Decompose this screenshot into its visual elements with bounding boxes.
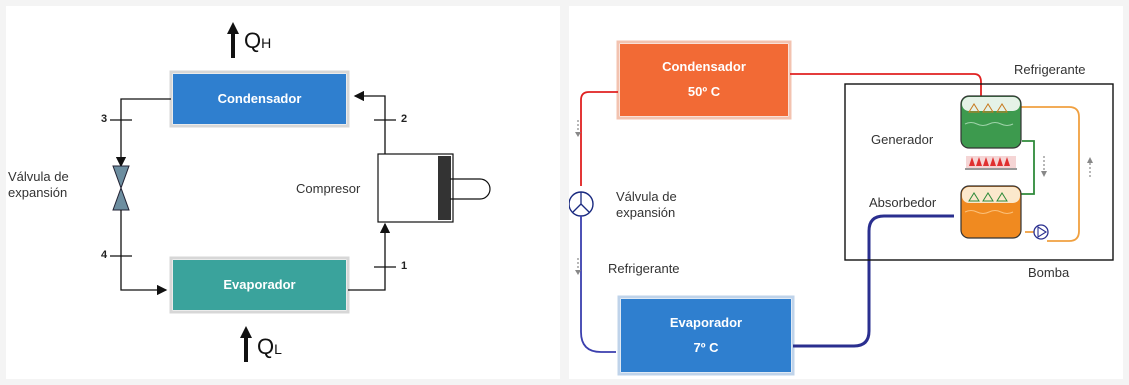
compressor-label: Compresor <box>296 181 361 196</box>
point-4-label: 4 <box>101 249 108 261</box>
compressor-piston <box>438 156 451 220</box>
valve-top-icon <box>112 165 130 190</box>
evaporator-blue-box: Evaporador 7º C <box>621 299 791 372</box>
evaporator-temp: 7º C <box>693 339 719 355</box>
generator-feed-line <box>790 73 982 96</box>
generator-label: Generador <box>871 132 934 147</box>
evaporator-label: Evaporador <box>223 276 296 292</box>
valve-bottom-icon <box>112 186 130 211</box>
line-3 <box>115 98 171 168</box>
line-4 <box>120 210 168 296</box>
refrigerant-left-label: Refrigerante <box>608 261 680 276</box>
refrigerant-top-label: Refrigerante <box>1014 62 1086 77</box>
solution-loop-line <box>1021 106 1080 242</box>
absorber-feed-line <box>793 214 954 348</box>
absorption-enclosure <box>844 83 1114 261</box>
evaporator-box: Evaporador <box>173 260 346 310</box>
qh-label: QH <box>244 28 272 53</box>
condenser-name: Condensador <box>662 59 746 75</box>
evaporator-blue-frame <box>617 295 795 376</box>
point-1-label: 1 <box>401 260 408 272</box>
absorption-diagram: Condensador 50º C Evaporador 7º C Válvul… <box>569 6 1123 379</box>
condenser-temp: 50º C <box>687 84 721 99</box>
absorption-lines <box>569 40 1114 376</box>
cold-line <box>580 216 616 353</box>
valve-label-right: Válvula de expansión <box>616 189 677 220</box>
condenser-orange-box: Condensador 50º C <box>620 44 788 116</box>
cycle-lines <box>110 22 491 362</box>
pump-label: Bomba <box>1028 265 1070 280</box>
point-3-label: 3 <box>101 113 108 125</box>
condenser-label: Condensador <box>217 90 302 106</box>
hot-line <box>580 91 618 186</box>
line-2 <box>353 90 386 154</box>
condenser-box: Condensador <box>173 74 346 124</box>
vapor-compression-diagram: Condensador Evaporador Compresor Válvula… <box>6 6 560 379</box>
evaporator-frame <box>169 256 350 314</box>
absorber-label: Absorbedor <box>869 195 937 210</box>
ql-label: QL <box>257 334 282 359</box>
condenser-orange-frame <box>616 40 792 120</box>
evaporator-name: Evaporador <box>669 314 743 330</box>
point-2-label: 2 <box>401 113 408 125</box>
green-line <box>1021 140 1035 195</box>
valve-label: Válvula de expansión <box>8 169 69 200</box>
line-1 <box>348 222 391 291</box>
